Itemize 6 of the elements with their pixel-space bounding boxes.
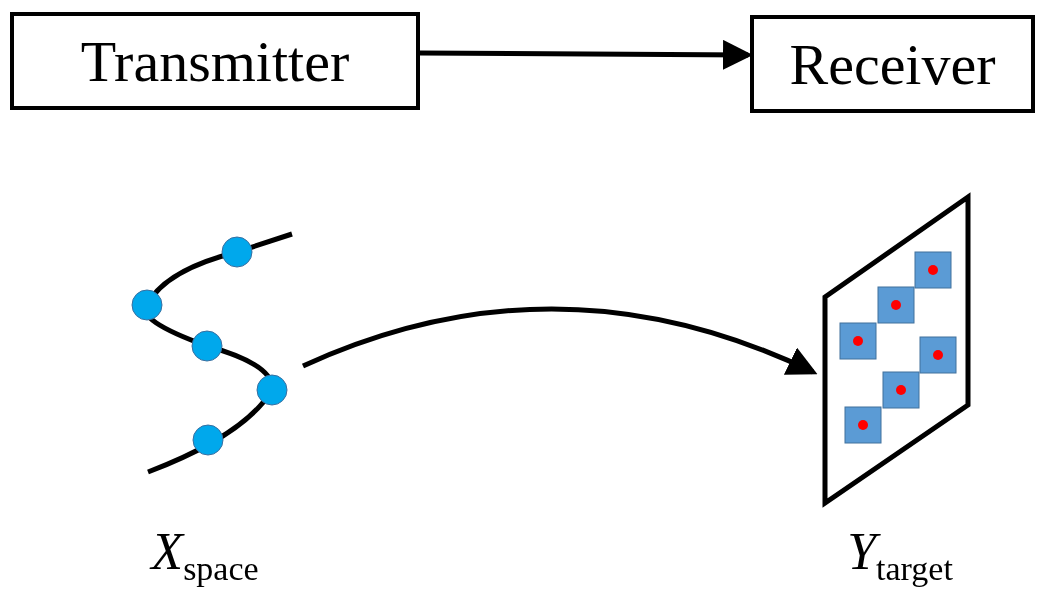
math-label: Y$_{target}$ [847,522,953,589]
process-box: Transmitter [10,12,420,110]
process-box: Receiver [750,15,1035,113]
arrow [420,39,753,70]
math-label: X$_{space}$ [151,522,259,589]
arrow [302,306,818,376]
